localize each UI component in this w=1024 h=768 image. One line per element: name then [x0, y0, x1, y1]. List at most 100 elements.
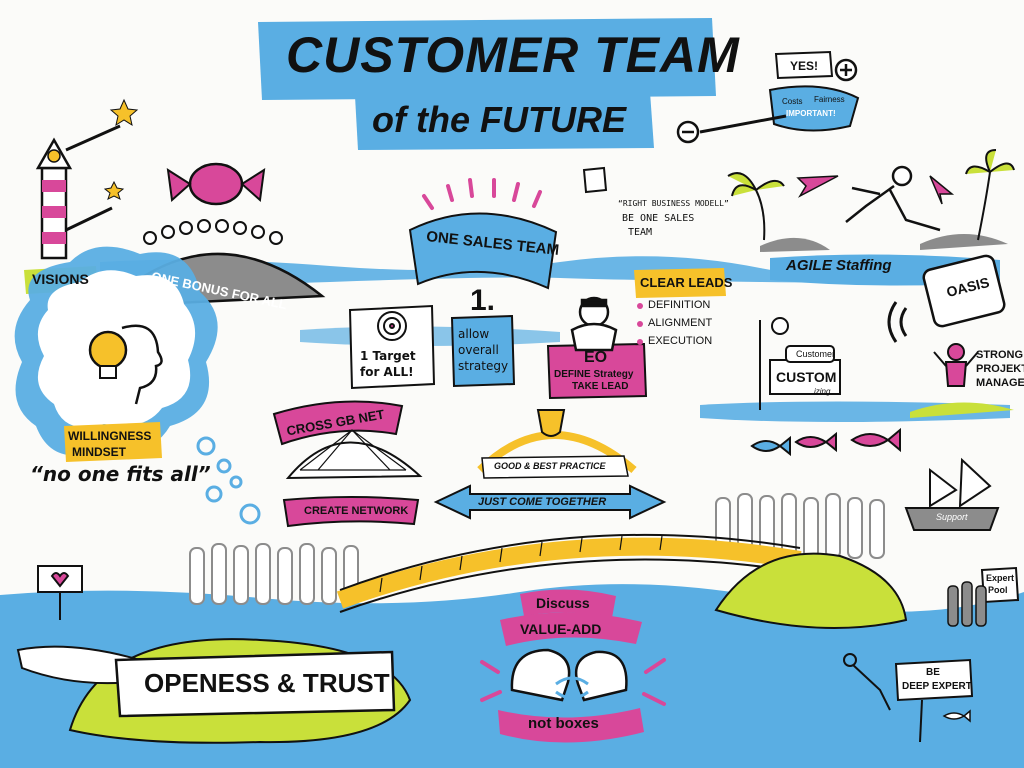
deep-expert-label: DEEP EXPERT: [902, 681, 972, 692]
manager-label: MANAGER: [976, 377, 1024, 389]
yes-crowd-bowl: [768, 85, 860, 132]
willingness-label: WILLINGNESS: [68, 429, 152, 443]
willingness-tag: [64, 422, 162, 462]
island-right: [714, 552, 908, 629]
wifi-signal-icon: [887, 301, 908, 343]
network-lines: [299, 429, 407, 471]
mindset-label: MINDSET: [72, 445, 126, 459]
star-icons: [103, 98, 139, 200]
strategy-card: [450, 314, 516, 388]
for-all-label: for ALL!: [360, 365, 414, 379]
clear-leads-tag: [634, 268, 726, 298]
island-palm-right: [920, 234, 1008, 250]
phone-oasis-icon: [922, 254, 1006, 328]
one-sales-team-banner: [408, 212, 558, 290]
people-crowd-top: [143, 219, 283, 245]
create-network-label: CREATE NETWORK: [304, 505, 409, 517]
discuss-banner: [520, 589, 616, 618]
head-profile: [121, 324, 163, 405]
custom-label: CUSTOM: [776, 369, 837, 385]
heart-sign-icon: [37, 565, 83, 620]
yes-label: YES!: [790, 59, 819, 73]
customer-desk-icon: [759, 317, 841, 410]
expert-label: Expert: [986, 573, 1015, 583]
bubbles: [196, 436, 261, 525]
take-lead-label: TAKE LEAD: [572, 381, 629, 392]
openess-banner: [114, 650, 396, 718]
one-target-label: 1 Target: [360, 349, 416, 363]
costs-label: Costs: [782, 97, 803, 106]
agile-staffing-label: AGILE Staffing: [786, 257, 892, 274]
openess-trust-label: OPENESS & TRUST: [144, 668, 390, 698]
small-fish-icon: [942, 709, 971, 723]
candy-icon: [166, 162, 266, 206]
be-one-sales-label: BE ONE SALES: [622, 213, 695, 224]
value-add-banner: [500, 612, 642, 646]
discuss-label: Discuss: [536, 595, 590, 611]
palm-tree-icon: [727, 149, 1015, 241]
not-boxes-banner: [498, 708, 644, 743]
not-boxes-label: not boxes: [528, 715, 599, 732]
overall-label: overall: [458, 343, 499, 357]
pink-arrows-outward: [480, 658, 666, 706]
create-network-banner: [282, 496, 420, 528]
bullet-dots: [637, 303, 643, 345]
bridge-deck: [336, 537, 802, 609]
definition-label: DEFINITION: [648, 299, 711, 311]
eo-label: EO: [584, 349, 608, 366]
subtitle: of the FUTURE: [372, 99, 626, 140]
just-come-together-label: JUST COME TOGETHER: [478, 496, 607, 508]
support-label: Support: [936, 512, 968, 522]
alignment-label: ALIGNMENT: [648, 317, 713, 329]
customer-small-label: Customer: [796, 349, 836, 359]
pool-label: Pool: [988, 585, 1008, 595]
number-one-label: 1.: [470, 284, 496, 317]
important-label: IMPORTANT!: [786, 109, 836, 118]
right-business-label: “RIGHT BUSINESS MODELL”: [618, 199, 729, 208]
cross-gb-banner: [272, 400, 404, 446]
main-title: CUSTOMER TEAM: [286, 27, 740, 83]
bridge-outline: [339, 533, 801, 613]
two-heads-icon: [510, 648, 628, 702]
crowd-left: [189, 543, 359, 605]
visions-label: VISIONS: [32, 271, 89, 287]
allow-label: allow: [458, 327, 490, 341]
lightbulb-icon: [88, 330, 128, 379]
lighthouse-icon: [35, 124, 121, 260]
pm-island: [910, 402, 1014, 418]
yes-sign: [774, 50, 834, 80]
izing-label: izing: [814, 387, 831, 396]
manager-figure-icon: [570, 296, 618, 352]
deep-expert-post: [919, 699, 923, 743]
cycle-arrows-icon: [555, 676, 589, 700]
team-label: TEAM: [628, 227, 653, 238]
seesaw-line: [699, 114, 787, 134]
deep-expert-sign: [894, 658, 974, 702]
be-label: BE: [926, 667, 940, 678]
sales-team-rays: [422, 178, 542, 210]
define-strategy-label: DEFINE Strategy: [554, 369, 634, 380]
jumping-person-icon: [845, 165, 941, 232]
target-icon: [377, 311, 407, 341]
fish-icons: [750, 427, 901, 457]
value-add-label: VALUE-ADD: [520, 621, 602, 637]
subtitle-banner-blue: [355, 92, 654, 150]
project-label: PROJEKT: [976, 363, 1024, 375]
clear-leads-label: CLEAR LEADS: [640, 275, 733, 290]
network-dome: [285, 441, 423, 480]
fairness-label: Fairness: [814, 95, 845, 104]
strong-label: STRONG: [976, 349, 1024, 361]
title-banner-blue: [258, 18, 716, 100]
diver-icon: [843, 653, 891, 711]
bridge-rails: [379, 535, 663, 593]
execution-label: EXECUTION: [648, 335, 713, 347]
no-one-fits-all-label: “no one fits all”: [30, 462, 211, 486]
minus-circle-icon: [676, 120, 700, 144]
strategy-label: strategy: [458, 359, 509, 373]
strong-man-icon: [933, 343, 979, 387]
trophy-icon: [536, 409, 566, 437]
good-best-practice-label: GOOD & BEST PRACTICE: [494, 461, 606, 471]
best-practice-banner: [481, 455, 629, 479]
